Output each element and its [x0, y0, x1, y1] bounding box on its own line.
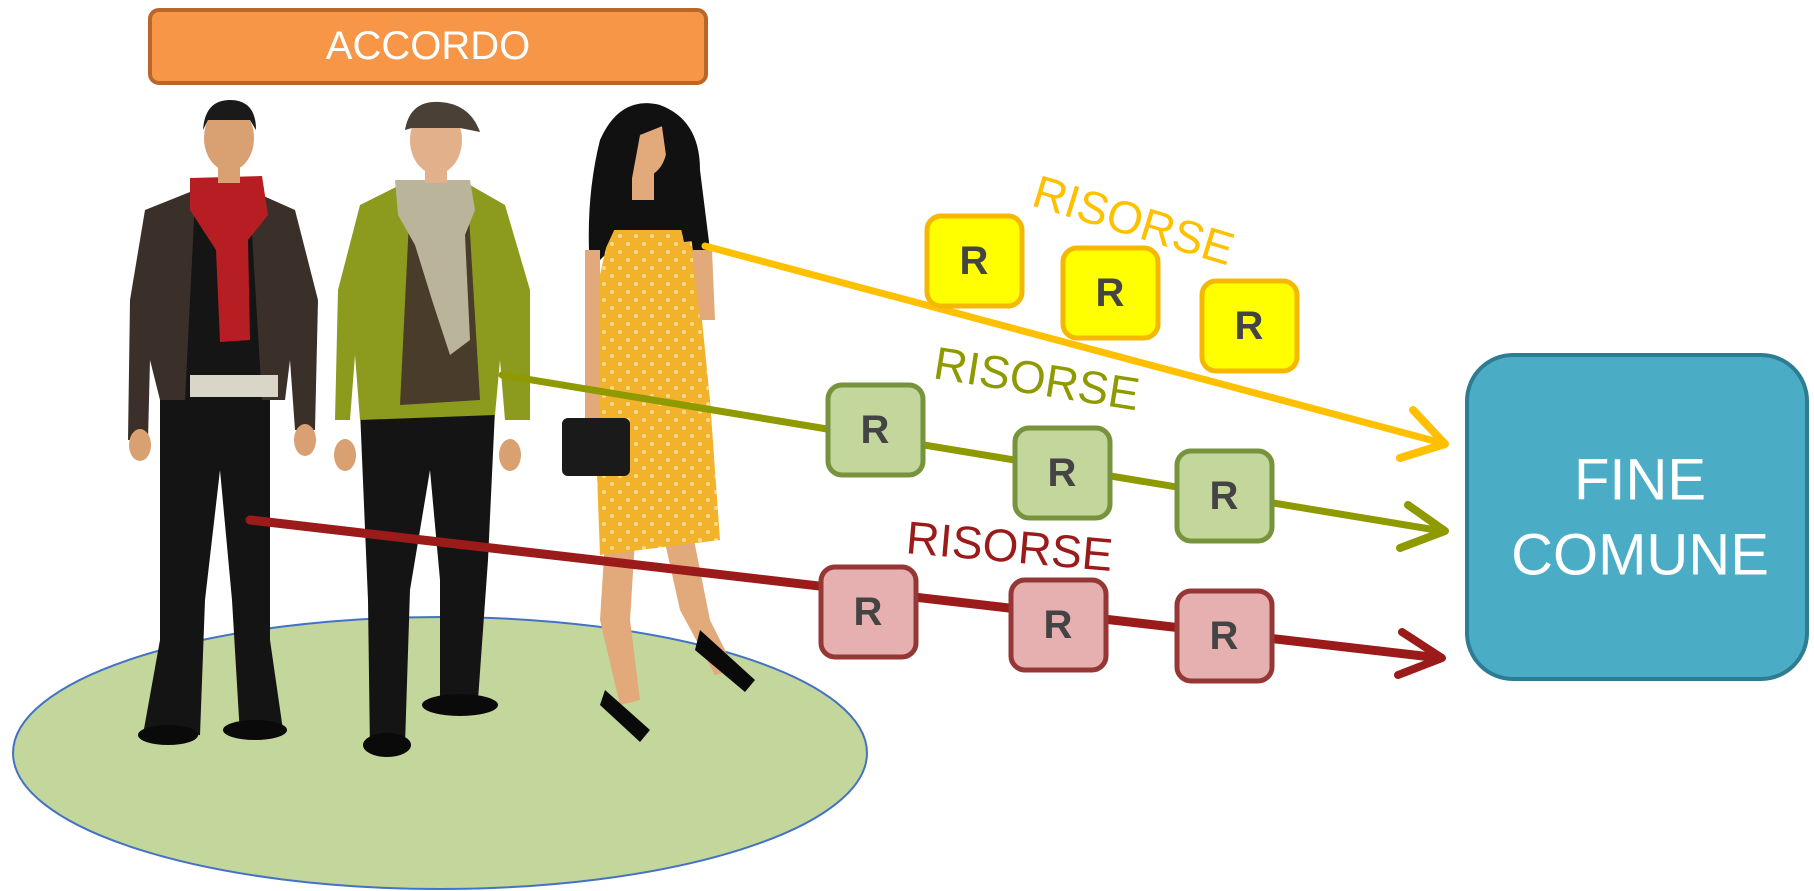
resource-chip: R	[1174, 588, 1275, 684]
stream-olive-label: RISORSE	[930, 337, 1143, 421]
resource-chip: R	[1008, 577, 1109, 673]
accordo-label: ACCORDO	[326, 24, 530, 68]
resource-chip: R	[1012, 425, 1113, 521]
stream-yellow: RISORSE R R R	[701, 165, 1449, 462]
resource-chip: R	[1060, 245, 1161, 341]
resource-chip: R	[818, 564, 919, 660]
chip-label: R	[1210, 614, 1239, 658]
chip-label: R	[1048, 451, 1077, 495]
goal-label-line1: FINE	[1574, 448, 1706, 513]
chip-label: R	[854, 590, 883, 634]
fine-comune-box: FINE COMUNE	[1465, 353, 1809, 681]
stream-red-arrowhead	[1394, 628, 1446, 679]
chip-label: R	[1096, 271, 1125, 315]
person-man-red-scarf	[128, 100, 318, 745]
chip-label: R	[1210, 474, 1239, 518]
person-woman-yellow-dress	[562, 103, 755, 742]
chip-label: R	[1235, 304, 1264, 348]
stream-yellow-arrowhead	[1396, 406, 1449, 462]
chip-label: R	[1044, 603, 1073, 647]
stream-yellow-arrow	[701, 242, 1446, 447]
person-man-green-jacket	[334, 101, 530, 757]
stream-olive-arrow	[498, 371, 1446, 535]
resource-chip: R	[825, 382, 926, 478]
stream-red-label: RISORSE	[904, 511, 1115, 581]
people-group	[128, 100, 755, 757]
chip-label: R	[861, 408, 890, 452]
resource-chip: R	[924, 213, 1025, 309]
resource-chip: R	[1174, 448, 1275, 544]
chip-label: R	[960, 239, 989, 283]
resource-chip: R	[1199, 278, 1300, 374]
stream-olive: RISORSE R R R	[498, 337, 1449, 552]
goal-label-line2: COMUNE	[1511, 523, 1769, 588]
stream-olive-arrowhead	[1396, 501, 1449, 552]
accordo-box: ACCORDO	[148, 8, 708, 85]
resource-streams: RISORSE R R R RISORSE R	[245, 165, 1449, 684]
